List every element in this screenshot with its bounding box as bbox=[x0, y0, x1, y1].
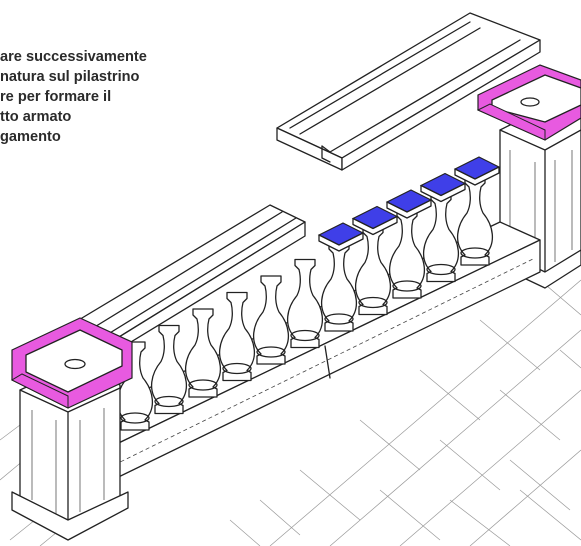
baluster-row bbox=[117, 176, 493, 431]
baluster bbox=[287, 258, 323, 349]
upper-coping-block bbox=[276, 12, 541, 171]
baluster-top-side bbox=[454, 166, 500, 186]
baluster-top-side bbox=[386, 199, 432, 219]
instruction-caption: are successivamente natura sul pilastrin… bbox=[0, 47, 300, 147]
baluster-top-side bbox=[318, 232, 364, 252]
baluster bbox=[185, 308, 221, 398]
baluster-top-side bbox=[352, 215, 398, 236]
baluster bbox=[321, 242, 357, 332]
caption-line: natura sul pilastrino bbox=[0, 69, 140, 85]
caption-line: are successivamente bbox=[0, 49, 147, 65]
baluster bbox=[219, 291, 255, 382]
caption-line: tto armato bbox=[0, 109, 72, 125]
paving-floor bbox=[0, 279, 581, 546]
baluster-top-side bbox=[420, 182, 466, 203]
caption-line: re per formare il bbox=[0, 89, 112, 105]
baluster bbox=[151, 324, 187, 415]
baluster-top-row bbox=[317, 156, 501, 252]
left-pillar bbox=[10, 317, 133, 541]
caption-line: gamento bbox=[0, 129, 61, 145]
baluster bbox=[253, 275, 289, 365]
